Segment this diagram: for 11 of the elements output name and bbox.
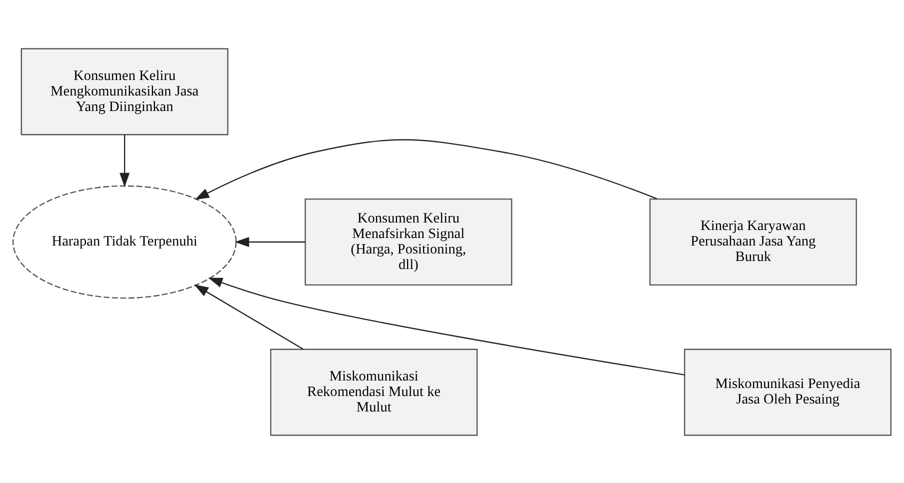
arrow <box>234 236 306 247</box>
node-ellipse: Harapan Tidak Terpenuhi <box>12 184 237 298</box>
node-box: Konsumen Keliru Menafsirkan Signal (Harga, Positioning, dll) <box>304 198 512 286</box>
node-box: Miskomunikasi Penyedia Jasa Oleh Pesaing <box>684 348 892 436</box>
node-box: Miskomunikasi Rekomendasi Mulut ke Mulut <box>270 348 478 436</box>
node-box: Kinerja Karyawan Perusahaan Jasa Yang Buruk <box>649 198 857 286</box>
arrow <box>208 277 684 375</box>
arrow <box>194 284 304 350</box>
arrow <box>120 134 130 187</box>
node-box: Konsumen Keliru Mengkomunikasikan Jasa Yang Diinginkan <box>20 48 228 135</box>
arrow <box>194 138 658 200</box>
